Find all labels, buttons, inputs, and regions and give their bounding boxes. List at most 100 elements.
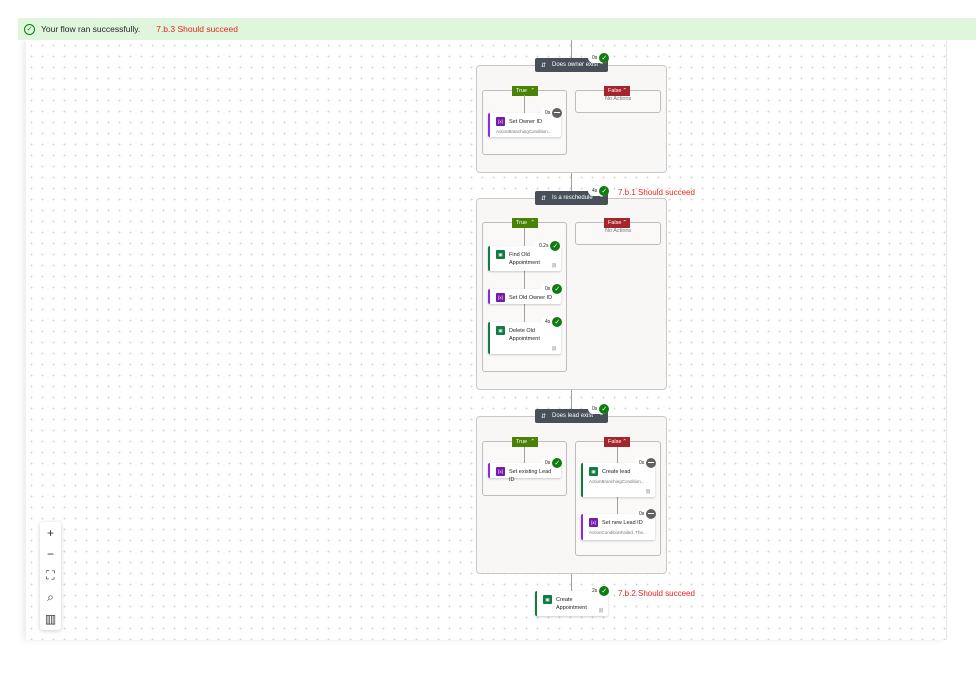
chevron-up-icon[interactable]: ⌃ xyxy=(598,62,604,69)
condition-icon: ⇵ xyxy=(541,62,547,69)
scrollbar[interactable] xyxy=(946,40,947,640)
status-badge: 4s✓ xyxy=(541,316,563,327)
status-badge: 0s✓ xyxy=(541,283,563,294)
chevron-up-icon[interactable]: ⌃ xyxy=(598,195,604,202)
skipped-icon xyxy=(646,508,657,519)
label-text: False xyxy=(608,88,622,94)
link-icon: ⛓ xyxy=(551,263,557,268)
variable-icon: {x} xyxy=(496,293,505,302)
connector xyxy=(617,497,618,514)
duration: 4s xyxy=(545,318,551,325)
chevron-up-icon: ⌃ xyxy=(530,220,535,226)
duration: 0.2s xyxy=(539,242,549,249)
check-circle-icon: ✓ xyxy=(24,23,35,35)
true-label[interactable]: True⌃ xyxy=(512,437,538,447)
link-icon: ⛓ xyxy=(645,489,651,494)
action-card[interactable]: ▣ Delete Old Appointment ⛓ xyxy=(488,322,561,354)
variable-icon: {x} xyxy=(589,518,598,527)
label-text: True xyxy=(516,220,528,226)
false-label[interactable]: False⌃ xyxy=(604,218,630,228)
duration: 0s xyxy=(639,459,645,466)
duration: 2s xyxy=(592,587,598,594)
condition-title: Does lead exist xyxy=(552,413,594,419)
chevron-up-icon: ⌃ xyxy=(530,439,535,445)
duration: 0s xyxy=(545,285,551,292)
duration: 0s xyxy=(545,109,551,116)
variable-icon: {x} xyxy=(496,117,505,126)
status-badge: 0.2s✓ xyxy=(535,240,561,251)
check-icon: ✓ xyxy=(552,457,563,468)
duration: 0s xyxy=(592,54,598,61)
label-text: False xyxy=(608,220,622,226)
action-title: Find Old Appointment xyxy=(509,252,540,266)
connector xyxy=(571,40,572,58)
action-status-message: ActionBranchingCondition... xyxy=(589,479,645,484)
check-icon: ✓ xyxy=(599,585,610,596)
check-icon: ✓ xyxy=(599,52,610,63)
duration: 4s xyxy=(592,187,598,194)
check-icon: ✓ xyxy=(552,316,563,327)
chevron-up-icon: ⌃ xyxy=(622,220,627,226)
action-title: Set existing Lead ID xyxy=(509,469,552,483)
connector xyxy=(571,173,572,191)
action-title: Set new Lead ID xyxy=(602,520,643,526)
minimap-button[interactable]: ▥ xyxy=(44,612,57,627)
dataverse-icon: ▣ xyxy=(589,467,598,476)
zoom-controls: + − ⛶ ⌕ ▥ xyxy=(40,522,61,630)
status-badge: 0s✓ xyxy=(588,52,610,63)
condition-icon: ⇵ xyxy=(541,413,547,420)
fit-view-button[interactable]: ⛶ xyxy=(46,568,55,583)
connector xyxy=(571,574,572,591)
action-status-message: ActionBranchingCondition... xyxy=(496,129,552,134)
true-label[interactable]: True⌃ xyxy=(512,86,538,96)
skipped-icon xyxy=(646,457,657,468)
connector xyxy=(571,390,572,409)
check-icon: ✓ xyxy=(599,185,610,196)
action-status-message: ActionConditionFailed. The... xyxy=(589,530,647,535)
chevron-up-icon[interactable]: ⌃ xyxy=(598,413,604,420)
no-actions-text: No Actions xyxy=(605,228,632,234)
action-title: Delete Old Appointment xyxy=(509,328,540,342)
check-icon: ✓ xyxy=(599,403,610,414)
condition-title: Is a reschedule xyxy=(552,195,593,201)
zoom-in-button[interactable]: + xyxy=(46,525,54,540)
status-badge: 0s xyxy=(541,107,563,118)
skipped-icon xyxy=(552,107,563,118)
duration: 0s xyxy=(639,510,645,517)
dataverse-icon: ▣ xyxy=(496,326,505,335)
action-title: Set Old Owner ID xyxy=(509,295,553,301)
false-label[interactable]: False⌃ xyxy=(604,86,630,96)
connector xyxy=(524,95,525,113)
variable-icon: {x} xyxy=(496,467,505,476)
connector xyxy=(617,447,618,463)
search-button[interactable]: ⌕ xyxy=(47,590,54,605)
action-title: Create Appointment xyxy=(556,597,587,611)
label-text: True xyxy=(516,439,528,445)
duration: 0s xyxy=(545,459,551,466)
status-badge: 0s✓ xyxy=(588,403,610,414)
action-card[interactable]: {x} Set new Lead ID ActionConditionFailed.… xyxy=(581,514,655,540)
banner-annotation: 7.b.3 Should succeed xyxy=(156,24,238,34)
link-icon: ⛓ xyxy=(551,346,557,351)
chevron-up-icon: ⌃ xyxy=(530,88,535,94)
false-label[interactable]: False⌃ xyxy=(604,437,630,447)
connector xyxy=(524,271,525,289)
connector xyxy=(524,304,525,322)
condition-title: Does owner exist xyxy=(552,62,599,68)
connector xyxy=(524,228,525,246)
label-text: True xyxy=(516,88,528,94)
label-text: False xyxy=(608,439,622,445)
condition-icon: ⇵ xyxy=(541,195,547,202)
zoom-out-button[interactable]: − xyxy=(46,547,54,562)
no-actions-text: No Actions xyxy=(605,96,632,102)
true-label[interactable]: True⌃ xyxy=(512,218,538,228)
check-icon: ✓ xyxy=(552,283,563,294)
connector xyxy=(524,447,525,463)
check-icon: ✓ xyxy=(550,240,561,251)
chevron-up-icon: ⌃ xyxy=(622,439,627,445)
action-title: Set Owner ID xyxy=(509,119,543,125)
dataverse-icon: ▣ xyxy=(543,595,552,604)
annotation: 7.b.2 Should succeed xyxy=(618,589,695,598)
link-icon: ⛓ xyxy=(598,608,604,613)
